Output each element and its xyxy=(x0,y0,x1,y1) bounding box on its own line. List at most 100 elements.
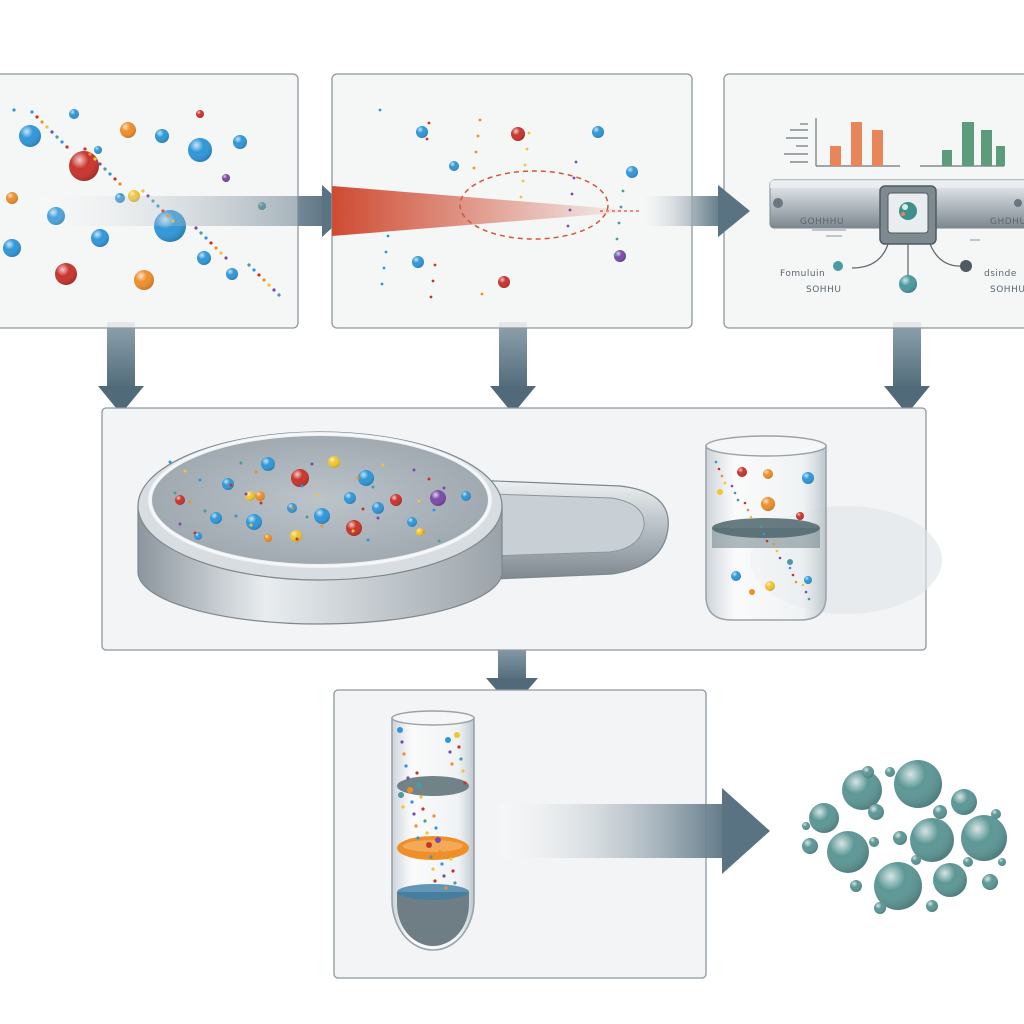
dust-particle xyxy=(229,483,233,487)
dust-particle xyxy=(714,460,718,464)
dust-particle xyxy=(429,855,433,859)
dust-particle xyxy=(65,145,69,149)
particle-shine xyxy=(155,129,169,143)
particle-shine xyxy=(175,495,185,505)
dust-particle xyxy=(613,253,617,257)
dust-particle xyxy=(435,837,441,843)
output-particle-2 xyxy=(960,260,972,272)
dust-particle xyxy=(103,167,107,171)
particle-shine xyxy=(802,822,810,830)
dust-particle xyxy=(720,474,724,478)
particle-shine xyxy=(874,902,886,914)
particle-shine xyxy=(291,469,309,487)
dust-particle xyxy=(417,499,421,503)
particle-shine xyxy=(3,239,21,257)
particle-shine xyxy=(951,789,977,815)
particle xyxy=(717,489,723,495)
dust-particle xyxy=(449,857,453,861)
dust-particle xyxy=(415,771,419,775)
dust-particle xyxy=(427,477,431,481)
particle-shine xyxy=(933,805,947,819)
dust-particle xyxy=(262,278,266,282)
dust-particle xyxy=(366,538,370,542)
label-left-2: SOHHU xyxy=(806,285,841,295)
tube-particles xyxy=(397,727,467,890)
panel-collection xyxy=(101,407,942,651)
particle-shine xyxy=(963,857,973,867)
dust-particle xyxy=(791,573,795,577)
dust-particle xyxy=(378,108,382,112)
dust-particle xyxy=(438,850,442,854)
dust-particle xyxy=(431,279,435,283)
dust-particle xyxy=(442,486,446,490)
dust-particle xyxy=(426,842,432,848)
particle-shine xyxy=(802,838,818,854)
particle-shine xyxy=(358,470,374,486)
dust-particle xyxy=(272,288,276,292)
dust-particle xyxy=(772,542,776,546)
dust-particle xyxy=(412,468,416,472)
dust-particle xyxy=(568,208,572,212)
particle xyxy=(787,559,793,565)
dust-particle xyxy=(440,862,444,866)
particle-shine xyxy=(885,767,895,777)
particle-shine xyxy=(245,491,255,501)
dust-particle xyxy=(88,152,92,156)
particle-shine xyxy=(412,256,424,268)
dust-particle xyxy=(431,867,435,871)
focused-beam xyxy=(332,186,640,236)
dust-particle xyxy=(141,189,145,193)
particle-shine xyxy=(407,517,417,527)
dust-particle xyxy=(432,508,436,512)
small-label-2: GHDHU xyxy=(990,217,1024,227)
particle-shine xyxy=(188,138,212,162)
output-particle-3 xyxy=(833,261,843,271)
dust-particle xyxy=(401,805,405,809)
dust-particle xyxy=(361,507,365,511)
dust-particle xyxy=(252,268,256,272)
particle-shine xyxy=(868,804,884,820)
dust-particle xyxy=(621,189,625,193)
dust-particle xyxy=(219,251,223,255)
dust-particle xyxy=(397,727,403,733)
particle-shine xyxy=(761,497,775,511)
panel-separation xyxy=(333,689,770,979)
beaker xyxy=(705,435,942,621)
dust-particle xyxy=(778,556,782,560)
dish-handle xyxy=(469,479,669,581)
particle-shine xyxy=(226,268,238,280)
dust-particle xyxy=(83,147,87,151)
particle-shine xyxy=(346,520,362,536)
particle-shine xyxy=(842,770,882,810)
particle-shine xyxy=(55,263,77,285)
particle-shine xyxy=(222,174,230,182)
particle-shine xyxy=(911,855,921,865)
dust-particle xyxy=(574,160,578,164)
particle-shine xyxy=(416,528,424,536)
dust-particle xyxy=(239,461,243,465)
particle-shine xyxy=(998,858,1006,866)
particle-shine xyxy=(69,109,79,119)
petri-dish xyxy=(137,431,503,625)
bar-chart-mini-1 xyxy=(815,118,900,167)
particle-shine xyxy=(614,250,626,262)
dust-particle xyxy=(173,491,177,495)
dust-particle xyxy=(402,752,406,756)
dust-particle xyxy=(423,819,427,823)
particle-shine xyxy=(926,900,938,912)
dust-particle xyxy=(474,150,478,154)
dust-particle xyxy=(463,781,467,785)
dust-particle xyxy=(794,580,798,584)
dust-particle xyxy=(457,745,461,749)
dust-particle xyxy=(419,795,423,799)
particle-shine xyxy=(961,815,1007,861)
arrow-down-2 xyxy=(490,322,536,414)
dust-particle xyxy=(198,478,202,482)
particle-shine xyxy=(862,766,874,778)
dust-particle xyxy=(193,531,197,535)
layer-top xyxy=(397,776,469,796)
dust-particle xyxy=(194,226,198,230)
particle-cluster xyxy=(802,760,1007,914)
particle-shine xyxy=(416,126,428,138)
